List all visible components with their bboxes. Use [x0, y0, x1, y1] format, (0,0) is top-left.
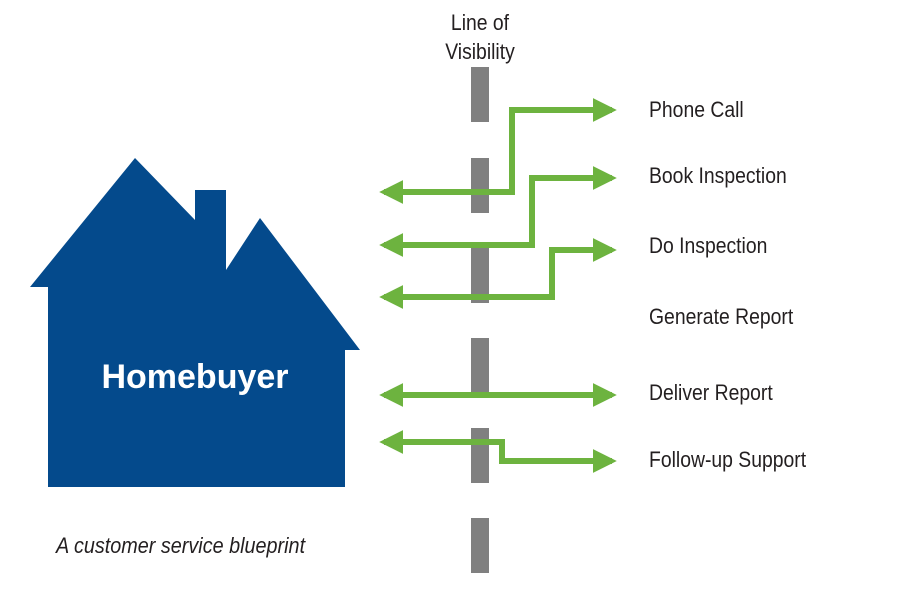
visibility-dash [471, 428, 489, 483]
line-of-visibility-title-line1: Line of [450, 10, 510, 35]
visibility-dash [471, 338, 489, 393]
step-label-book-inspection: Book Inspection [649, 163, 787, 188]
diagram-caption: A customer service blueprint [56, 533, 306, 558]
step-label-deliver-report: Deliver Report [649, 380, 773, 405]
line-of-visibility-title-line2: Visibility [445, 39, 515, 64]
line-of-visibility-title: Line of Visibility [410, 8, 551, 66]
visibility-dash [471, 518, 489, 573]
visibility-dash [471, 158, 489, 213]
follow-up-support-flow-arrow [420, 439, 617, 473]
do-inspection-flow-arrow [420, 238, 617, 300]
step-label-do-inspection: Do Inspection [649, 233, 768, 258]
line-of-visibility [471, 67, 489, 573]
visibility-dash [471, 248, 489, 303]
step-label-generate-report: Generate Report [649, 304, 794, 329]
house-shape [30, 158, 360, 487]
book-inspection-flow-arrow [420, 166, 617, 248]
phone-call-flow-arrow [385, 98, 617, 195]
step-label-follow-up-support: Follow-up Support [649, 447, 807, 472]
step-label-phone-call: Phone Call [649, 97, 744, 122]
visibility-dash [471, 67, 489, 122]
homebuyer-label: Homebuyer [101, 358, 289, 396]
